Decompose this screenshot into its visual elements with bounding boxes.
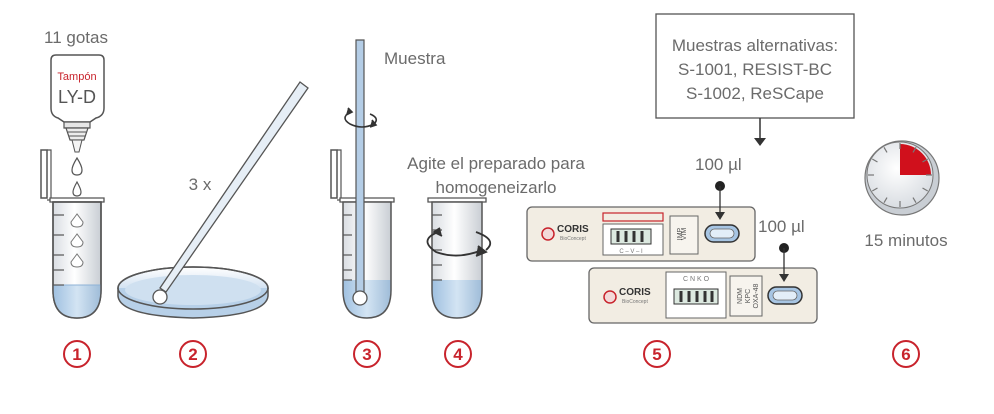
timer-tick: [922, 158, 929, 163]
volume-top: 100 µl: [695, 155, 742, 174]
tube-1: [40, 149, 105, 319]
timer-tick: [912, 197, 917, 204]
step-number-1-text: 1: [72, 345, 81, 364]
cassette-bottom: CORIS BioConcept C N K O NDM KPC OXA-48: [588, 267, 818, 324]
drops-label: 11 gotas: [44, 28, 108, 47]
repeat-label: 3 x: [189, 175, 212, 194]
step-number-2-text: 2: [188, 345, 197, 364]
step-3: Muestra: [330, 39, 446, 319]
cassette-top-markers: C – V – I: [619, 249, 643, 255]
step-number-3-text: 3: [362, 345, 371, 364]
drop-icon: [71, 156, 83, 197]
shake-label-line2: homogeneizarlo: [436, 178, 557, 197]
timer-tick: [883, 146, 888, 153]
arrow-down-icon: [754, 118, 766, 146]
pipette-marker-top: [715, 181, 725, 220]
cassette-bottom-target-3: OXA-48: [753, 283, 760, 308]
step-1: 11 gotas Tampón LY-D: [40, 28, 108, 319]
cassette-bottom-target-1: NDM: [737, 288, 744, 304]
cassette-bottom-brand: CORIS: [619, 287, 651, 298]
shake-label-line1: Agite el preparado para: [407, 154, 585, 173]
step-numbers: 1 2 3 4 5 6: [63, 340, 920, 368]
cassette-top: CORIS BioConcept C – V – I IMP VIM: [526, 206, 756, 262]
tube-4: [427, 197, 487, 319]
box-line-3: S-1002, ReSCape: [686, 84, 824, 103]
cassette-top-target-2: VIM: [681, 228, 688, 241]
box-line-2: S-1001, RESIST-BC: [678, 60, 832, 79]
box-line-1: Muestras alternativas:: [672, 36, 838, 55]
bottle-label-top: Tampón: [57, 71, 96, 83]
step-number-6: 6: [892, 340, 920, 368]
cassette-top-target-1: IMP: [677, 227, 684, 240]
bottle-label-bottom: LY-D: [58, 87, 96, 107]
cassette-bottom-sub: BioConcept: [622, 299, 648, 305]
cassette-bottom-target-2: KPC: [745, 289, 752, 303]
petri-dish: [117, 266, 269, 319]
step-number-3: 3: [353, 340, 381, 368]
swab: [152, 81, 309, 305]
step-5: Muestras alternativas: S-1001, RESIST-BC…: [526, 13, 855, 324]
step-number-1: 1: [63, 340, 91, 368]
alternative-samples-box: Muestras alternativas: S-1001, RESIST-BC…: [655, 13, 855, 119]
step-number-5-text: 5: [652, 345, 661, 364]
timer-tick: [883, 197, 888, 204]
timer-tick: [912, 146, 917, 153]
pipette-marker-bottom: [779, 243, 789, 282]
step-4: Agite el preparado para homogeneizarlo: [407, 154, 585, 319]
buffer-bottle: [50, 54, 105, 153]
step-2: 3 x: [117, 81, 309, 319]
swab-in-tube: [352, 39, 368, 306]
rotate-arrow-icon: [344, 107, 378, 128]
step-6: 15 minutos: [864, 140, 948, 250]
cassette-top-brand: CORIS: [557, 224, 589, 235]
step-number-4-text: 4: [453, 345, 463, 364]
time-label: 15 minutos: [864, 231, 947, 250]
step-number-5: 5: [643, 340, 671, 368]
timer-icon: [864, 140, 940, 216]
timer-tick: [871, 158, 878, 163]
step-number-2: 2: [179, 340, 207, 368]
shake-arrow-icon: [426, 227, 492, 257]
cassette-top-sub: BioConcept: [560, 236, 586, 242]
volume-bottom: 100 µl: [758, 217, 805, 236]
step-number-6-text: 6: [901, 345, 910, 364]
sample-label: Muestra: [384, 49, 446, 68]
step-number-4: 4: [444, 340, 472, 368]
timer-tick: [871, 187, 878, 192]
cassette-bottom-markers: C N K O: [683, 276, 710, 283]
timer-tick: [922, 187, 929, 192]
timer-elapsed-sector: [900, 144, 931, 175]
